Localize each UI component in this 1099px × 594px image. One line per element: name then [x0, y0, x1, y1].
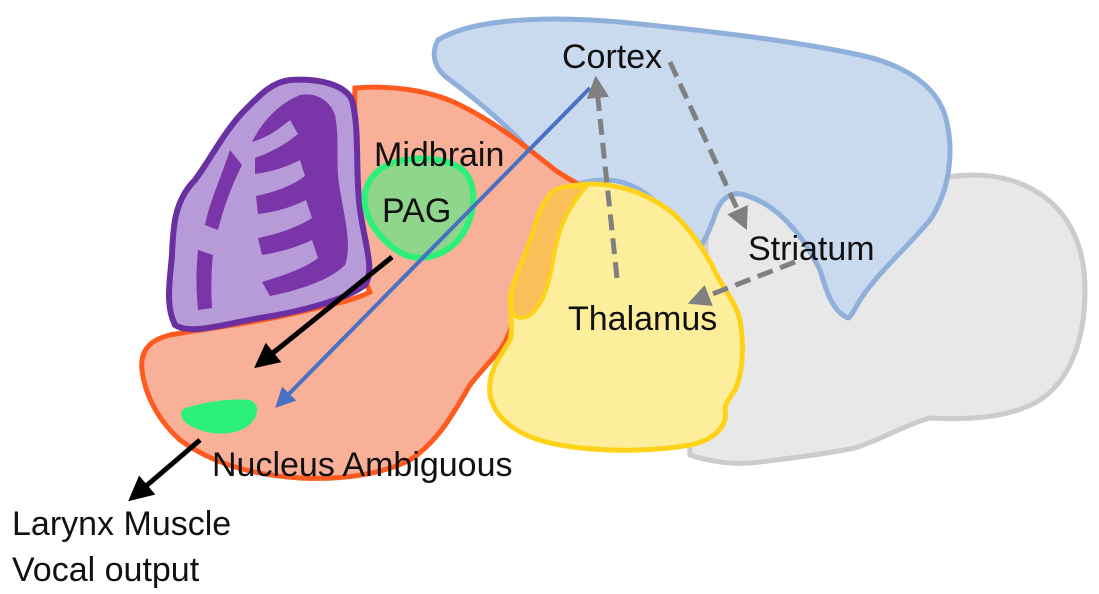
nucleus-ambiguous-label: Nucleus Ambiguous [212, 446, 513, 484]
cortex-label: Cortex [562, 38, 662, 76]
pag-label: PAG [382, 192, 451, 230]
midbrain-label: Midbrain [374, 136, 504, 174]
striatum-label: Striatum [748, 230, 875, 268]
larynx-muscle-label: Larynx Muscle [12, 505, 231, 543]
thalamus-label: Thalamus [568, 300, 717, 338]
nucleus-to-larynx-arrow [132, 440, 200, 498]
vocal-output-label: Vocal output [12, 551, 200, 589]
